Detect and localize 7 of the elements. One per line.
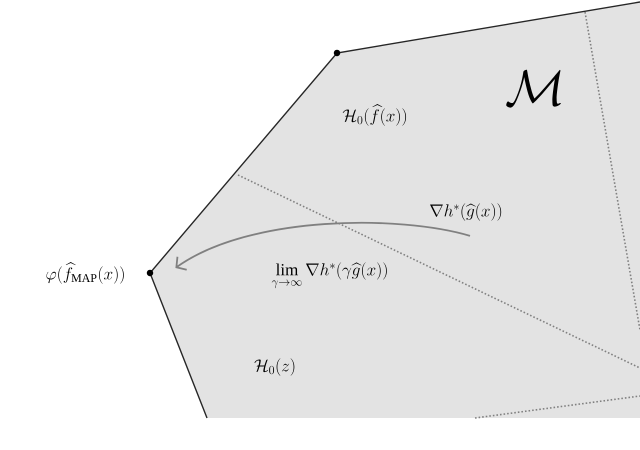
formula-label: $\lim\limits_{\gamma\to\infty} \nabla h^*(\gamma\widehat{g}(x))$ <box>272 262 387 288</box>
formula-label: $\mathcal{H}_0(\widehat{f}(x))$ <box>342 104 406 126</box>
formula-text: $\nabla h^*(\widehat{g}(x))$ <box>430 203 502 221</box>
vertex-label: $\varphi(\widehat{f}_{\mathrm{MAP}}(x))$ <box>46 262 124 284</box>
formula-label: $\mathcal{H}_0(z)$ <box>254 358 294 376</box>
curved-arrow <box>175 222 470 271</box>
formula-label: $\mathcal{M}$ <box>506 70 561 108</box>
